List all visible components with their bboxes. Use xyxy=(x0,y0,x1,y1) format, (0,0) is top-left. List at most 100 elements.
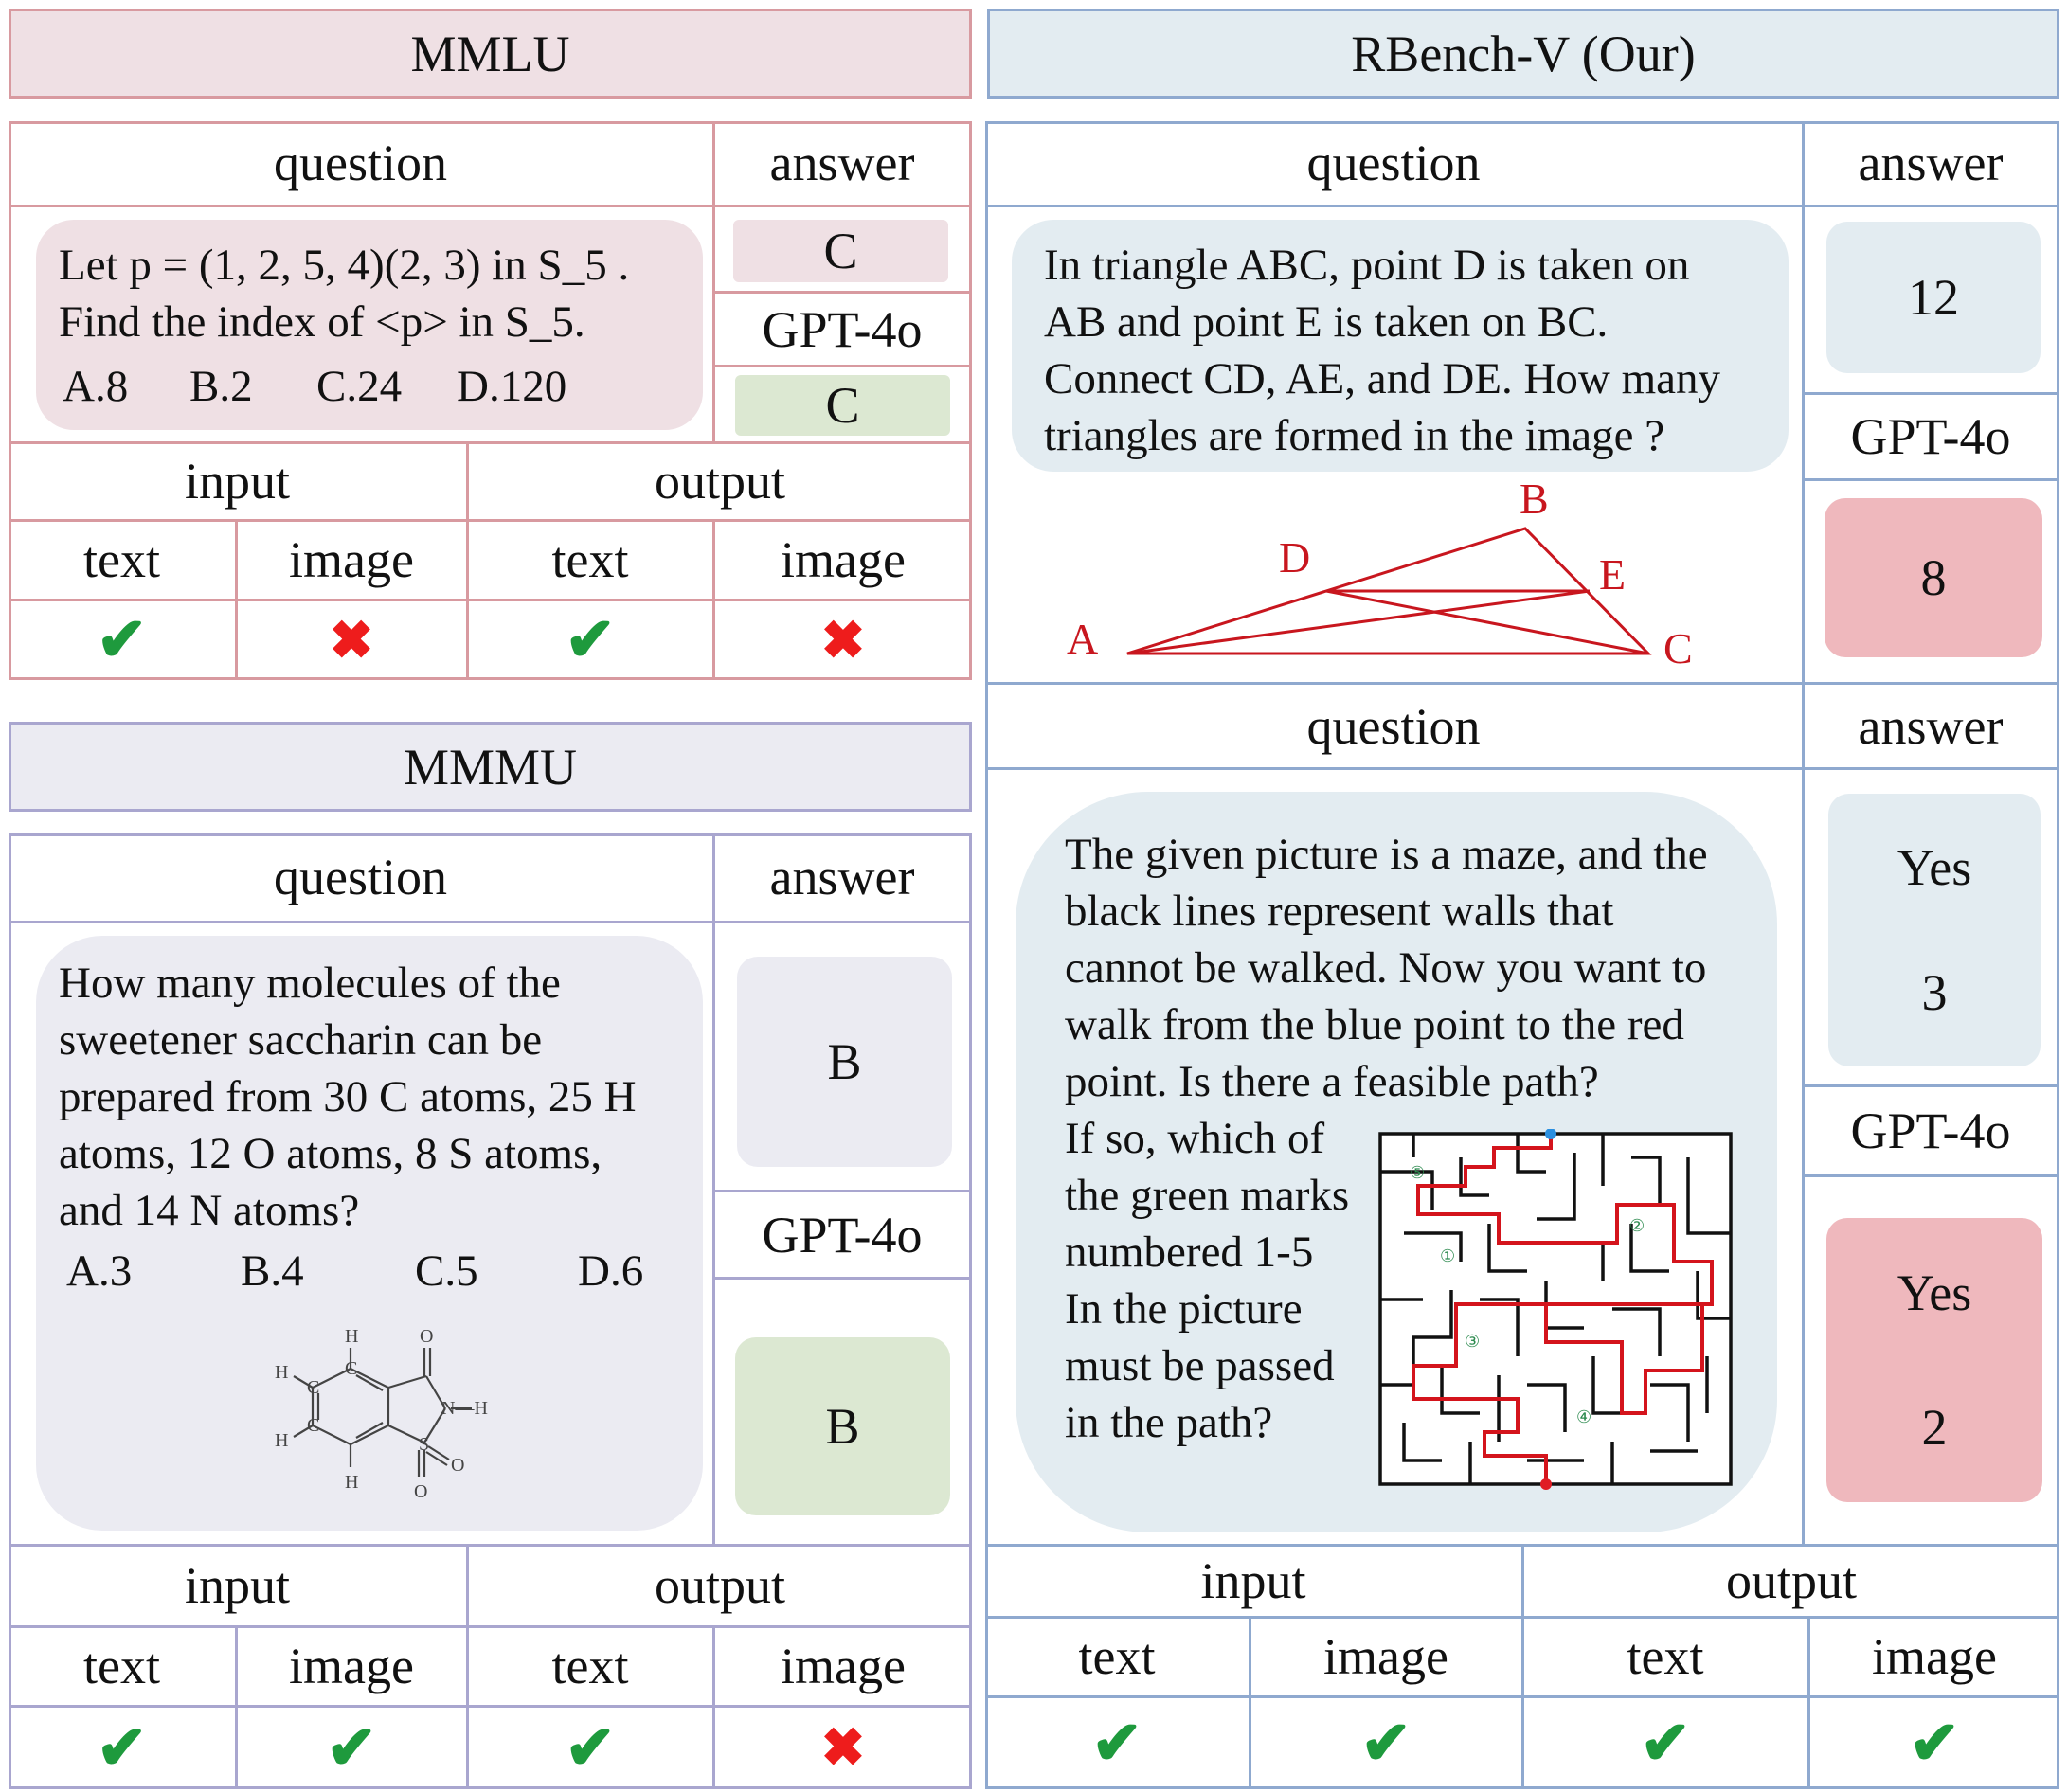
mmlu-option: B.2 xyxy=(189,362,253,411)
molecule-atom-label: H xyxy=(275,1362,288,1383)
check-icon: ✔ xyxy=(1360,1709,1412,1777)
mmlu-mode-image-in: image xyxy=(289,531,414,588)
mmlu-title-bar: MMLU xyxy=(9,9,972,99)
maze-mark: ① xyxy=(1440,1246,1455,1265)
mmmu-mode-text-in: text xyxy=(83,1638,160,1694)
mmmu-title: MMMU xyxy=(403,738,578,796)
rbench-q2-model-answer: Yes 2 xyxy=(1826,1218,2042,1502)
mmmu-question-line: sweetener saccharin can be xyxy=(59,1015,543,1065)
saccharin-molecule-figure: H H H H N—H O O O S C C C xyxy=(275,1326,488,1502)
mmmu-option: A.3 xyxy=(66,1246,133,1296)
check-icon: ✔ xyxy=(96,606,148,673)
rbench-q2-question-header: question xyxy=(1306,697,1481,755)
mmlu-mode-text-out: text xyxy=(551,531,629,588)
mmlu-question-bubble: Let p = (1, 2, 5, 4)(2, 3) in S_5 . Find… xyxy=(36,220,703,430)
rbench-q2-side-line: In the picture xyxy=(1065,1284,1303,1334)
rbench-q1-model-answer: 8 xyxy=(1825,498,2042,657)
rbench-q2-side-line: the green marks xyxy=(1065,1171,1350,1220)
mmmu-output-label: output xyxy=(654,1557,785,1614)
rbench-mode-text-out: text xyxy=(1627,1628,1704,1685)
molecule-atom-label: O xyxy=(414,1481,427,1502)
rbench-output-label: output xyxy=(1725,1552,1857,1609)
rbench-q1-model-label: GPT-4o xyxy=(1850,408,2011,465)
point-label-c: C xyxy=(1663,624,1693,672)
cross-icon: ✖ xyxy=(329,611,374,671)
molecule-atom-label: H xyxy=(275,1430,288,1451)
mmlu-output-label: output xyxy=(654,453,785,510)
rbench-q2-side-line: If so, which of xyxy=(1065,1114,1325,1163)
point-label-d: D xyxy=(1279,533,1310,582)
mmlu-mode-image-out: image xyxy=(781,531,906,588)
mmmu-mode-image-out: image xyxy=(781,1638,906,1694)
mmmu-question-line: prepared from 30 C atoms, 25 H xyxy=(59,1072,637,1121)
molecule-atom-label: H xyxy=(345,1326,358,1347)
mmmu-answer: B xyxy=(737,957,952,1167)
mmmu-question-line: How many molecules of the xyxy=(59,959,561,1008)
rbench-mode-text-in: text xyxy=(1078,1628,1156,1685)
rbench-q1-question-line: AB and point E is taken on BC. xyxy=(1044,297,1609,347)
mmlu-question-header: question xyxy=(274,134,447,191)
rbench-q1-question-line: triangles are formed in the image ? xyxy=(1044,411,1665,460)
rbench-title-bar: RBench-V (Our) xyxy=(987,9,2059,99)
mmmu-question-bubble: How many molecules of the sweetener sacc… xyxy=(36,936,703,1531)
cross-icon: ✖ xyxy=(820,1719,866,1778)
rbench-mode-image-out: image xyxy=(1872,1628,1997,1685)
mmlu-input-label: input xyxy=(184,453,290,510)
mmmu-title-bar: MMMU xyxy=(9,722,972,812)
molecule-atom-label: H xyxy=(345,1472,358,1493)
rbench-q2-side-line: must be passed xyxy=(1065,1341,1335,1390)
rbench-q2-side-line: in the path? xyxy=(1065,1398,1273,1447)
rbench-q1-question-line: Connect CD, AE, and DE. How many xyxy=(1044,354,1721,403)
rbench-q2-answer-line1: Yes xyxy=(1897,839,1972,896)
check-icon: ✔ xyxy=(565,606,616,673)
rbench-mode-image-in: image xyxy=(1323,1628,1448,1685)
rbench-q1-answer: 12 xyxy=(1826,222,2041,373)
mmmu-question-line: atoms, 12 O atoms, 8 S atoms, xyxy=(59,1129,602,1178)
mmlu-model-label: GPT-4o xyxy=(762,300,923,358)
check-icon: ✔ xyxy=(1091,1709,1142,1777)
mmmu-input-label: input xyxy=(184,1557,290,1614)
mmmu-model-answer: B xyxy=(735,1337,950,1515)
check-icon: ✔ xyxy=(565,1713,616,1782)
check-icon: ✔ xyxy=(1909,1709,1960,1777)
molecule-atom-label: O xyxy=(451,1455,464,1476)
rbench-q1-question-header: question xyxy=(1306,134,1481,191)
maze-mark: ⑤ xyxy=(1410,1163,1425,1182)
rbench-q2-answer-header: answer xyxy=(1858,697,2004,755)
triangle-figure: A B C D E xyxy=(1067,475,1693,672)
mmmu-option: C.5 xyxy=(415,1246,478,1296)
mmlu-answer: C xyxy=(733,220,948,282)
rbench-q2-question-line: black lines represent walls that xyxy=(1065,887,1614,936)
mmlu-mode-text-in: text xyxy=(83,531,160,588)
rbench-q2-model-line1: Yes xyxy=(1897,1264,1972,1321)
mmlu-option: A.8 xyxy=(63,362,129,411)
molecule-atom-label: N—H xyxy=(441,1398,488,1419)
point-label-a: A xyxy=(1067,615,1098,663)
mmmu-model-label: GPT-4o xyxy=(762,1206,923,1263)
rbench-q1-answer-header: answer xyxy=(1858,134,2004,191)
rbench-q2-side-line: numbered 1-5 xyxy=(1065,1228,1314,1277)
mmmu-option: B.4 xyxy=(241,1246,304,1296)
rbench-q2-model-line2: 2 xyxy=(1921,1399,1948,1456)
rbench-q2-question-line: cannot be walked. Now you want to xyxy=(1065,943,1707,993)
mmlu-question-line: Let p = (1, 2, 5, 4)(2, 3) in S_5 . xyxy=(59,241,630,290)
molecule-atom-label: C xyxy=(307,1377,319,1398)
check-icon: ✔ xyxy=(1640,1709,1691,1777)
maze-mark: ② xyxy=(1629,1216,1645,1235)
mmmu-table xyxy=(9,833,972,1789)
check-icon: ✔ xyxy=(96,1713,148,1782)
mmlu-table xyxy=(9,121,972,680)
mmmu-question-header: question xyxy=(274,849,447,905)
rbench-q2-answer-line2: 3 xyxy=(1921,964,1948,1021)
rbench-q1-question-line: In triangle ABC, point D is taken on xyxy=(1044,241,1690,290)
mmlu-option: C.24 xyxy=(316,362,403,411)
mmlu-answer-header: answer xyxy=(769,134,915,191)
check-icon: ✔ xyxy=(326,1713,377,1782)
molecule-atom-label: S xyxy=(419,1434,429,1455)
maze-mark: ③ xyxy=(1465,1332,1480,1351)
rbench-q2-model-label: GPT-4o xyxy=(1850,1102,2011,1159)
cross-icon: ✖ xyxy=(820,611,866,671)
rbench-q2-question-line: walk from the blue point to the red xyxy=(1065,1000,1684,1049)
point-label-e: E xyxy=(1599,550,1626,599)
mmmu-answer-header: answer xyxy=(769,849,915,905)
